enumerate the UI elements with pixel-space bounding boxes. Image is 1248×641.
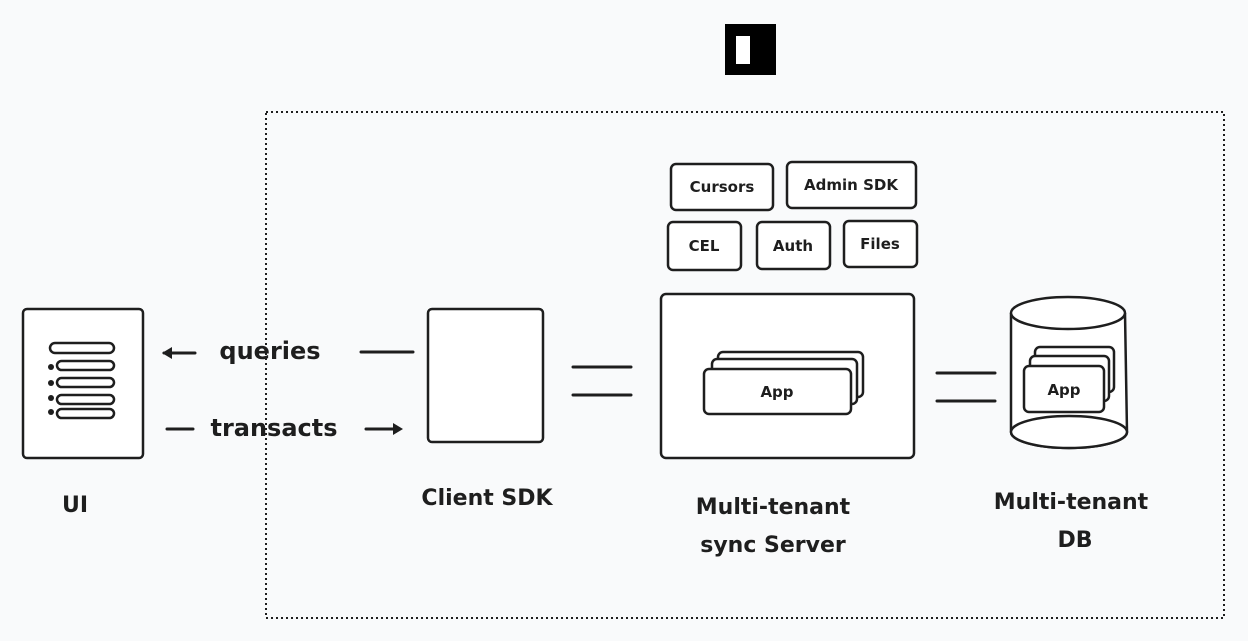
- module-label: Auth: [773, 237, 813, 255]
- queries-edge: queries: [162, 337, 415, 365]
- list-icon: [48, 341, 116, 420]
- database-node: App Multi-tenant DB: [994, 295, 1149, 553]
- app-stack: App: [702, 350, 865, 416]
- client-sdk-label: Client SDK: [421, 486, 553, 511]
- connector-client-server: [571, 365, 633, 397]
- module-label: CEL: [689, 237, 720, 255]
- connector-server-db: [935, 371, 997, 403]
- module-cursors: Cursors: [669, 162, 775, 212]
- db-app-label: App: [1047, 381, 1080, 399]
- logo-icon: [725, 24, 776, 75]
- app-label: App: [760, 383, 793, 401]
- queries-label: queries: [219, 337, 320, 365]
- arrow-left-icon: [162, 347, 172, 359]
- ui-label: UI: [62, 493, 88, 518]
- db-label-line2: DB: [1057, 528, 1092, 553]
- db-app-stack: App: [1022, 345, 1116, 414]
- client-sdk-node: Client SDK: [421, 307, 554, 511]
- module-cel: CEL: [666, 220, 743, 272]
- server-label-line1: Multi-tenant: [696, 495, 851, 520]
- server-label-line2: sync Server: [700, 533, 846, 558]
- transacts-edge: transacts: [165, 414, 403, 442]
- ui-node: UI: [21, 307, 145, 518]
- module-label: Cursors: [690, 178, 755, 196]
- sync-server-node: App Multi-tenant sync Server: [659, 292, 916, 558]
- transacts-label: transacts: [210, 414, 337, 442]
- module-label: Admin SDK: [804, 176, 899, 194]
- module-auth: Auth: [755, 220, 832, 271]
- module-label: Files: [860, 235, 900, 253]
- module-admin-sdk: Admin SDK: [785, 160, 918, 210]
- module-files: Files: [842, 219, 919, 269]
- db-label-line1: Multi-tenant: [994, 490, 1149, 515]
- arrow-right-icon: [393, 423, 403, 435]
- system-boundary: [265, 111, 1225, 619]
